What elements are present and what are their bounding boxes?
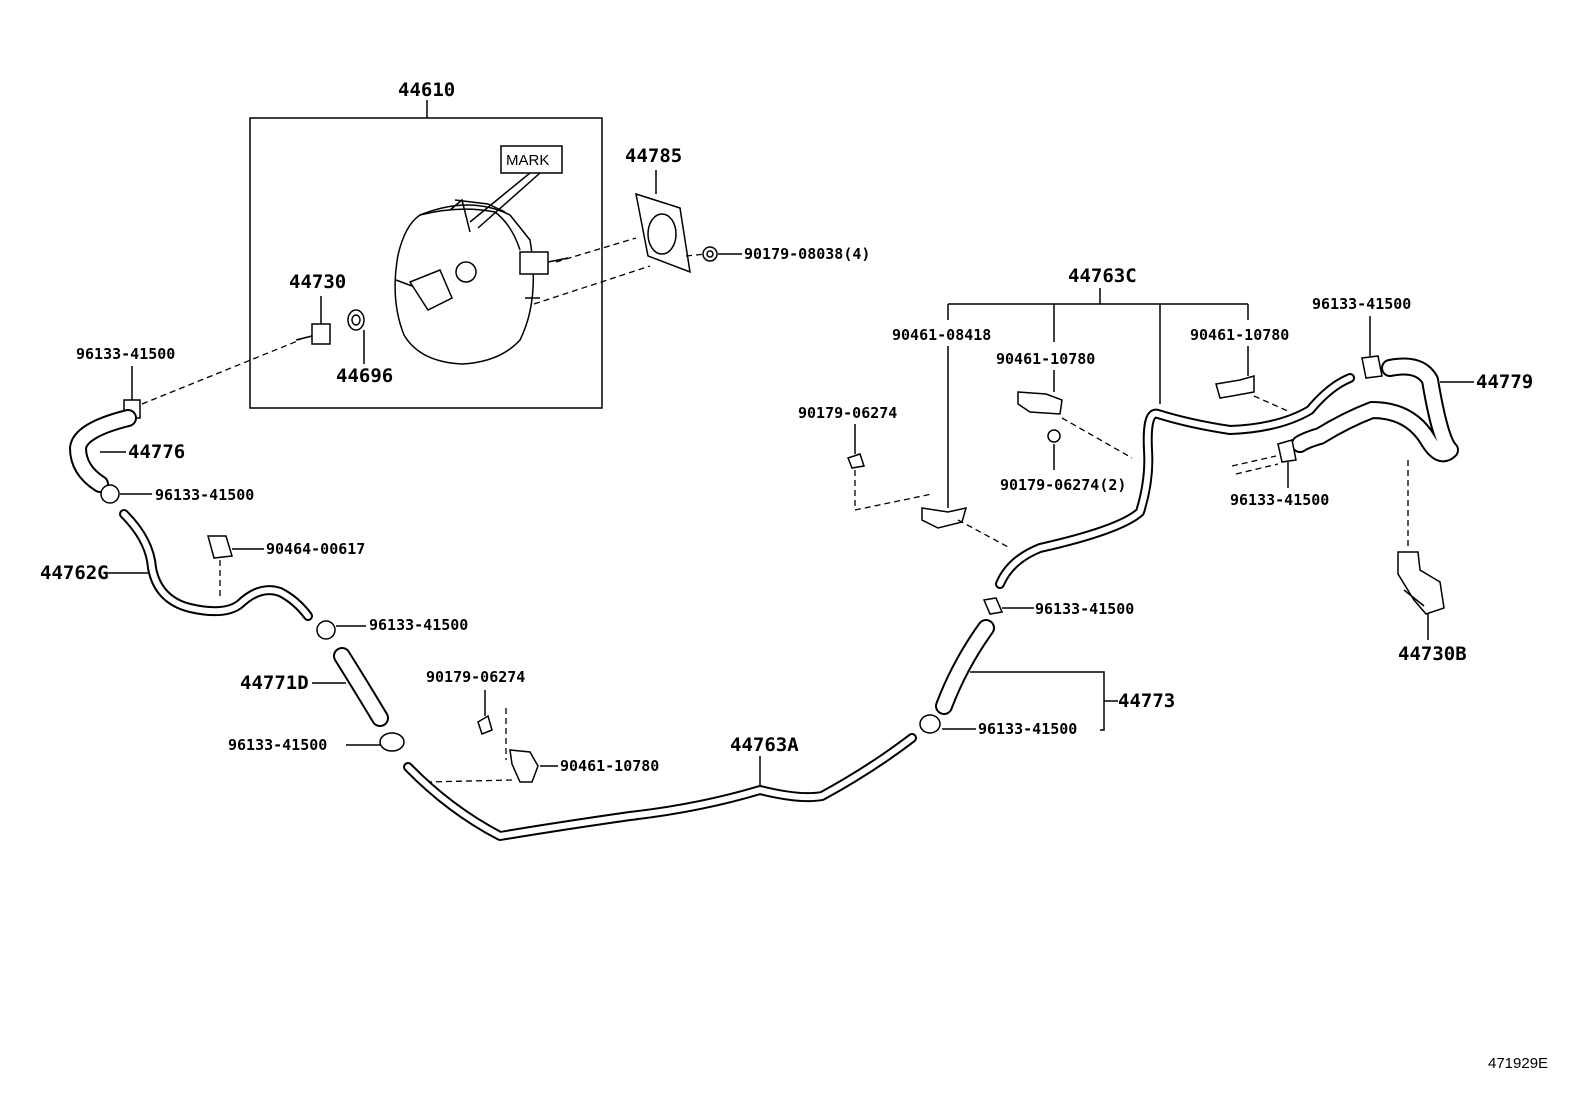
- part-label-96133-f: 96133-41500: [1230, 491, 1329, 509]
- part-label-90179-06274-b: 90179-06274: [798, 404, 897, 422]
- pipe-44762G-icon: [119, 509, 313, 621]
- mark-label: MARK: [506, 152, 549, 169]
- part-label-44776: 44776: [128, 441, 185, 463]
- pipe-44763C-icon: [995, 373, 1355, 589]
- nut-90179-06274-icon: [847, 453, 865, 469]
- hose-44779-icon: [1291, 357, 1459, 463]
- hose-44773-icon: [935, 619, 995, 715]
- pipe-44763A-icon: [403, 733, 917, 841]
- part-label-90179-08038: 90179-08038(4): [744, 245, 870, 263]
- part-label-44763C: 44763C: [1068, 265, 1137, 287]
- part-label-44762G: 44762G: [40, 562, 109, 584]
- part-label-96133-d: 96133-41500: [228, 736, 327, 754]
- part-label-90179-06274-a: 90179-06274: [426, 668, 525, 686]
- part-label-96133-b: 96133-41500: [155, 486, 254, 504]
- hose-44776-icon: [69, 409, 137, 493]
- part-label-44696: 44696: [336, 365, 393, 387]
- clamp-90461-10780-icon: [1215, 375, 1255, 399]
- booster-assembly-frame: [249, 117, 603, 409]
- part-label-96133-g: 96133-41500: [1035, 600, 1134, 618]
- part-label-96133-a: 96133-41500: [76, 345, 175, 363]
- mark-box: [500, 145, 563, 174]
- part-label-44610: 44610: [398, 79, 455, 101]
- part-label-90461-10780-a: 90461-10780: [560, 757, 659, 775]
- hose-clamp-icon: [1277, 439, 1297, 463]
- hose-clamp-icon: [379, 732, 405, 752]
- hose-clamp-icon: [982, 597, 1004, 615]
- hose-clamp-icon: [1361, 355, 1383, 379]
- part-label-90461-10780-b: 90461-10780: [996, 350, 1095, 368]
- part-label-90464-00617: 90464-00617: [266, 540, 365, 558]
- part-label-44730B: 44730B: [1398, 643, 1467, 665]
- booster-assembly-group: 44610 MARK 44730: [249, 79, 603, 409]
- part-label-44771D: 44771D: [240, 672, 309, 694]
- illustration-id: 471929E: [1488, 1055, 1548, 1072]
- clamp-90461-10780-icon: [509, 749, 539, 783]
- part-label-96133-c: 96133-41500: [369, 616, 468, 634]
- gasket-44785-icon: [635, 170, 691, 274]
- grommet-44696-icon: [347, 309, 365, 364]
- check-valve-44730B-icon: [1397, 551, 1445, 615]
- hose-clamp-icon: [316, 620, 336, 640]
- part-label-44785: 44785: [625, 145, 682, 167]
- hose-clamp-icon: [100, 484, 120, 504]
- nut-90179-06274-icon: [477, 714, 493, 735]
- hose-clamp-icon: [919, 714, 941, 734]
- part-label-90461-08418: 90461-08418: [892, 326, 991, 344]
- part-label-90461-10780-c: 90461-10780: [1190, 326, 1289, 344]
- nut-90179-06274-icon: [1047, 429, 1061, 443]
- clip-90464-00617-icon: [207, 535, 233, 559]
- bracket-90461-08418-icon: [921, 506, 968, 529]
- part-label-44763A: 44763A: [730, 734, 799, 756]
- part-label-90179-06274-c: 90179-06274(2): [1000, 476, 1126, 494]
- nut-90179-08038-icon: [702, 246, 718, 262]
- clamp-90461-10780-icon: [1017, 391, 1063, 415]
- part-label-44730: 44730: [289, 271, 346, 293]
- part-label-44773: 44773: [1118, 690, 1175, 712]
- hose-44771D-icon: [333, 647, 389, 727]
- part-label-44779: 44779: [1476, 371, 1533, 393]
- part-label-96133-e: 96133-41500: [1312, 295, 1411, 313]
- check-valve-44730-icon: [295, 296, 331, 345]
- brake-booster-icon: [394, 198, 569, 365]
- part-label-96133-h: 96133-41500: [978, 720, 1077, 738]
